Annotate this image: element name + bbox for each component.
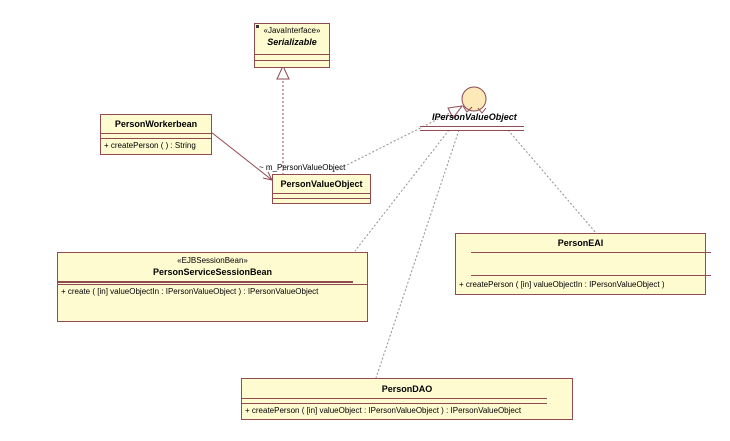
- operation: + createPerson ( ) : String: [104, 141, 196, 150]
- realization-arrowhead-serializable: [276, 64, 290, 80]
- dependency-line-dao: [375, 129, 460, 379]
- interface-operations-separator: [420, 130, 524, 131]
- operations-separator: [242, 403, 547, 404]
- attributes-separator: [101, 133, 211, 134]
- class-person-value-object[interactable]: PersonValueObject: [272, 174, 371, 204]
- class-name: Serializable: [267, 37, 317, 47]
- class-name: PersonServiceSessionBean: [152, 267, 273, 277]
- interface-circle-icon: [461, 86, 487, 112]
- operations-separator: [273, 198, 370, 199]
- attributes-separator: [273, 193, 370, 194]
- attributes-separator: [58, 281, 353, 283]
- class-person-workerbean[interactable]: PersonWorkerbean + createPerson ( ) : St…: [100, 114, 212, 155]
- stereotype-label: «JavaInterface»: [263, 26, 321, 35]
- interface-dependency-arrow-right: [477, 107, 487, 114]
- realization-line-iperson: [332, 112, 451, 173]
- association-line: [210, 131, 273, 181]
- operation: + createPerson ( [in] valueObjectIn : IP…: [459, 280, 665, 289]
- operations-separator: [101, 138, 211, 139]
- class-person-dao[interactable]: PersonDAO + createPerson ( [in] valueObj…: [241, 378, 573, 420]
- class-person-eai[interactable]: PersonEAI + createPerson ( [in] valueObj…: [455, 233, 711, 295]
- attributes-separator: [242, 398, 547, 399]
- stereotype-label: «EJBSessionBean»: [177, 256, 248, 265]
- interface-dependency-arrow-left: [462, 105, 473, 113]
- dependency-line-eai: [507, 129, 597, 234]
- class-name: PersonDAO: [381, 384, 433, 394]
- interface-marker-icon: [256, 25, 259, 28]
- operation: + create ( [in] valueObjectIn : IPersonV…: [61, 287, 319, 296]
- class-name: PersonWorkerbean: [114, 119, 198, 129]
- interface-attributes-separator: [420, 126, 524, 127]
- operations-separator: [255, 60, 329, 61]
- class-name: PersonEAI: [557, 238, 604, 248]
- operations-separator: [471, 275, 711, 276]
- dependency-line-session-bean: [354, 129, 450, 252]
- class-person-service-session-bean[interactable]: «EJBSessionBean» PersonServiceSessionBea…: [57, 252, 368, 322]
- operation: + createPerson ( [in] valueObject : IPer…: [245, 406, 522, 415]
- interface-name-iperson-value-object[interactable]: IPersonValueObject: [432, 112, 517, 122]
- class-serializable[interactable]: «JavaInterface» Serializable: [254, 23, 330, 68]
- attributes-separator: [471, 252, 711, 253]
- class-name: PersonValueObject: [280, 179, 363, 189]
- realization-arrowhead-iperson: [447, 105, 464, 119]
- association-role-label: ~ m_PersonValueObject: [259, 163, 346, 172]
- attributes-separator: [255, 54, 329, 55]
- operations-separator: [58, 284, 367, 285]
